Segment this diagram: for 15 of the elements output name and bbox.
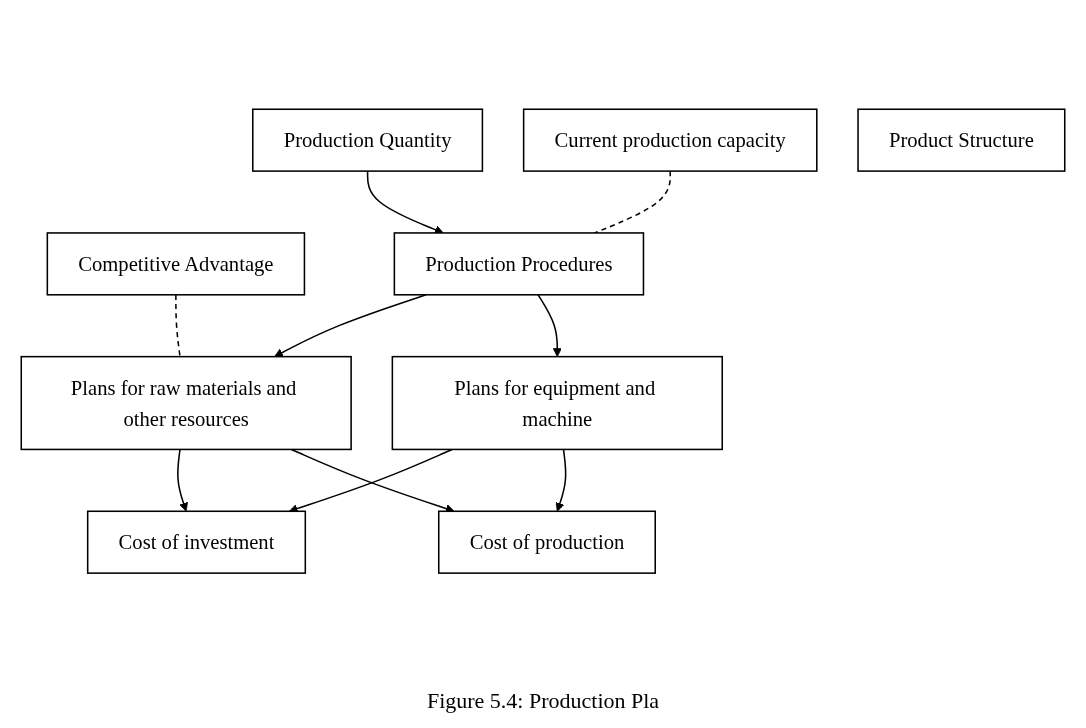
node-box: Plans for raw materials and other resources xyxy=(20,355,352,450)
figure-caption: Figure 5.4: Production Pla xyxy=(426,688,660,714)
node-box: Competitive Advantage xyxy=(46,232,306,296)
arrow xyxy=(537,293,562,357)
arrow xyxy=(555,448,567,512)
node-box: Current production capacity xyxy=(522,108,818,172)
node-box: Cost of production xyxy=(437,510,656,574)
connector xyxy=(175,293,181,358)
node-box: Production Procedures xyxy=(393,232,645,296)
node-box: Product Structure xyxy=(857,108,1066,172)
node-box: Plans for equipment and machine xyxy=(391,355,723,450)
node-box: Production Quantity xyxy=(252,108,484,172)
arrow xyxy=(366,170,444,234)
node-box: Cost of investment xyxy=(86,510,307,574)
arrow xyxy=(177,448,188,512)
